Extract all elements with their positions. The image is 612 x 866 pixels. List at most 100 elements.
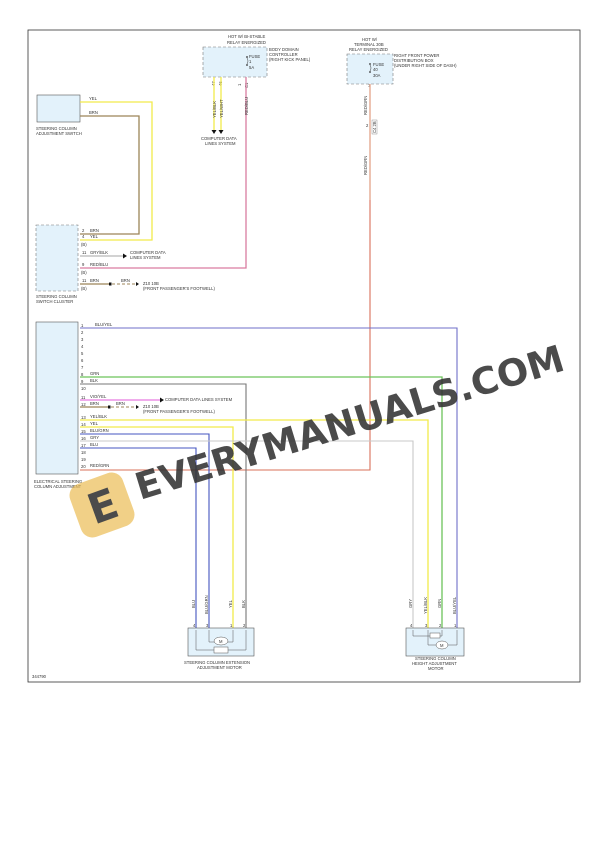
ref-column-data[interactable]: COMPUTER DATA LINES SYSTEM: [165, 397, 233, 402]
height-motor-wire-label: BLU/YEL: [452, 596, 457, 614]
cluster-wire-label: YEL: [90, 234, 99, 239]
cluster-wire-label: GRY/BLK: [90, 250, 108, 255]
ref-cluster-data-2[interactable]: LINES SYSTEM: [130, 255, 161, 260]
electrical-steering-column-adjustment-module[interactable]: ELECTRICAL STEERING COLUMN ADJUSTMENT: [34, 321, 82, 489]
ground-icon: [136, 405, 139, 409]
column-wire-label: BLU/GRN: [90, 428, 109, 433]
column-pin: 10: [81, 386, 86, 391]
ref-computer-data-1[interactable]: COMPUTER DATA: [201, 136, 237, 141]
height-motor-glyph: M: [440, 643, 444, 648]
column-pin: 6: [81, 358, 84, 363]
bdc-fuse-num: 1: [249, 59, 252, 64]
column-pin: 16: [81, 436, 86, 441]
column-pin: 14: [81, 422, 86, 427]
height-motor-name-1: STEERING COLUMN: [415, 656, 456, 661]
column-pin: 1: [81, 323, 84, 328]
steering-column-height-adjustment-motor[interactable]: M STEERING COLUMN HEIGHT ADJUSTMENT MOTO…: [405, 596, 465, 671]
extension-motor-pin: 3: [206, 623, 209, 628]
inline-connector-label: C4 2B: [372, 121, 377, 133]
column-pin: 2: [81, 330, 84, 335]
wire-label-brn-splice-2: BRN: [116, 401, 125, 406]
diagram-frame: [27, 29, 581, 683]
column-pin: 5: [81, 351, 84, 356]
column-pin: 13: [81, 415, 86, 420]
cluster-pin: 11: [82, 250, 87, 255]
height-motor-pin: 3: [425, 623, 428, 628]
extension-motor-wire-label: BLK: [241, 600, 246, 608]
motor-icon: [435, 640, 449, 650]
ref-ground-1[interactable]: Z10 10B: [143, 281, 159, 286]
wire-label-red-blu: RED/BLU: [244, 97, 249, 115]
ref-ground-1-loc: (FRONT PASSENGER'S FOOTWELL): [143, 286, 215, 291]
height-motor-pin: 2: [439, 623, 442, 628]
fuse-icon: [369, 63, 372, 73]
wire-label-red-grn-upper: RED/GRN: [363, 96, 368, 115]
adj-switch-name-2: ADJUSTMENT SWITCH: [36, 131, 82, 136]
column-wire-label: YEL/BLK: [90, 414, 107, 419]
cluster-name-1: STEERING COLUMN: [36, 294, 77, 299]
extension-motor-glyph: M: [219, 639, 223, 644]
arrow-icon: [218, 130, 224, 134]
arrow-icon: [160, 397, 164, 403]
adj-switch-name-1: STEERING COLUMN: [36, 126, 77, 131]
wire-yel: [80, 426, 234, 628]
pdb-hot-label-1: HOT W/: [362, 37, 378, 42]
resistor-icon: [213, 646, 229, 654]
watermark-logo-icon: E: [69, 472, 135, 538]
cluster-name-2: SWITCH CLUSTER: [36, 299, 73, 304]
column-pin: 19: [81, 457, 86, 462]
wire-blk: [80, 383, 247, 628]
cluster-box: [35, 224, 79, 292]
column-wire-label: BLU/YEL: [95, 322, 113, 327]
column-wire-label: GRY: [90, 435, 99, 440]
body-domain-controller[interactable]: HOT W/ BI-STABLE RELAY ENERGIZED FUSE 1 …: [202, 34, 311, 88]
column-pin: 20: [81, 464, 86, 469]
ref-ground-2[interactable]: Z10 10B: [143, 404, 159, 409]
height-motor-wire-label: GRN: [437, 599, 442, 608]
ref-cluster-data-1[interactable]: COMPUTER DATA: [130, 250, 166, 255]
bdc-hot-label-1: HOT W/ BI-STABLE: [228, 34, 266, 39]
column-pin-labels: 1 2 3 4 5 6 7 8 9 10 11 12 13 14 15 16 1…: [81, 323, 86, 469]
cluster-connector: (B): [81, 242, 87, 247]
wire-yel-switch: [80, 101, 153, 241]
ref-computer-data-2[interactable]: LINES SYSTEM: [205, 141, 236, 146]
column-wire-label: VIO/YEL: [90, 394, 107, 399]
column-pin: 7: [81, 365, 84, 370]
wire-red-blu: [80, 77, 247, 269]
wire-label-adj-yel: YEL: [89, 96, 98, 101]
wire-label-adj-brn: BRN: [89, 110, 98, 115]
column-pin: 11: [81, 395, 86, 400]
extension-motor-wire-label: BLU: [191, 600, 196, 608]
column-module-box: [35, 321, 79, 475]
bdc-fuse-rating: 5A: [249, 65, 254, 70]
extension-motor-pin: 4: [193, 623, 196, 628]
cluster-wire-label: BRN: [90, 228, 99, 233]
inline-connector-pin: 2: [366, 123, 369, 128]
bdc-name-1: BODY DOMAIN: [269, 47, 299, 52]
watermark: E EVERYMANUALS.COM: [69, 337, 569, 538]
arrow-icon: [123, 253, 127, 259]
height-motor-wire-label: GRY: [408, 599, 413, 608]
wire-yel-blk: [80, 419, 429, 628]
right-front-power-distribution-box[interactable]: HOT W/ TERMINAL 30B RELAY ENERGIZED FUSE…: [346, 37, 457, 88]
cluster-pin: 11: [82, 278, 87, 283]
height-motor-box: [405, 627, 465, 657]
height-motor-name-3: MOTOR: [428, 666, 444, 671]
extension-motor-name-1: STEERING COLUMN EXTENSION: [184, 660, 250, 665]
cluster-wire-label: RED/BLU: [90, 262, 108, 267]
inline-connector: [371, 119, 378, 135]
splice-icon: [108, 405, 111, 409]
steering-column-adjustment-switch[interactable]: STEERING COLUMN ADJUSTMENT SWITCH: [36, 94, 82, 136]
height-motor-wire-label: YEL/BLK: [423, 597, 428, 614]
cluster-connector: (B): [81, 270, 87, 275]
steering-column-switch-cluster[interactable]: STEERING COLUMN SWITCH CLUSTER 2 BRN 4 Y…: [35, 224, 108, 304]
column-pin: 17: [81, 443, 86, 448]
bdc-fuse-label: FUSE: [249, 54, 260, 59]
steering-column-extension-adjustment-motor[interactable]: M STEERING COLUMN EXTENSION ADJUSTMENT M…: [184, 595, 255, 670]
arrow-icon: [211, 130, 217, 134]
ref-ground-2-loc: (FRONT PASSENGER'S FOOTWELL): [143, 409, 215, 414]
wire-label-red-grn-lower: RED/GRN: [363, 156, 368, 175]
column-wire-label: BLU: [90, 442, 98, 447]
fuse-icon: [246, 56, 249, 66]
